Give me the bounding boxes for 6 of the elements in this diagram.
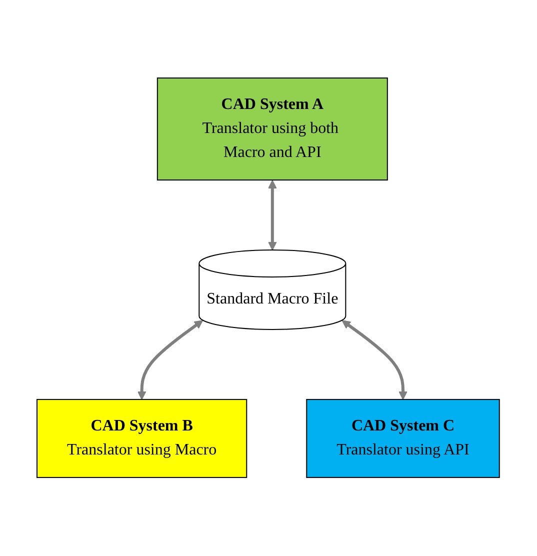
arrow bbox=[268, 180, 278, 251]
arrow bbox=[342, 320, 408, 400]
node-box: CAD System B Translator using Macro bbox=[36, 399, 248, 478]
arrow bbox=[138, 320, 204, 400]
node-box: CAD System C Translator using API bbox=[306, 399, 500, 478]
node-box: CAD System A Translator using both Macro and API bbox=[157, 78, 388, 181]
